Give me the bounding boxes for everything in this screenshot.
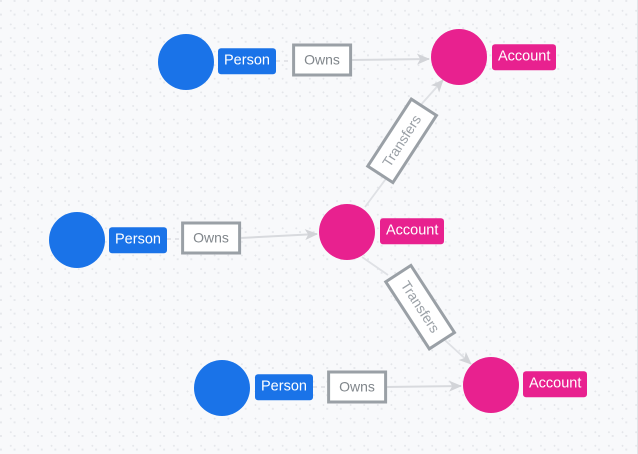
edge-label-transfers-1[interactable]: Transfers [365, 97, 439, 185]
edge-line-owns-1b [349, 53, 430, 65]
node-label-account-1[interactable]: Account [492, 44, 557, 70]
edge-line-transfers-2a [361, 256, 389, 276]
node-label-person-2[interactable]: Person [109, 227, 167, 253]
node-label-account-3[interactable]: Account [523, 371, 588, 397]
node-person-3[interactable] [194, 360, 250, 416]
edge-line-owns-2b [239, 229, 318, 241]
node-account-2[interactable] [319, 204, 375, 260]
edge-line-owns-3b [384, 380, 462, 392]
node-person-2[interactable] [49, 212, 105, 268]
edge-label-owns-2[interactable]: Owns [181, 221, 241, 255]
edge-label-owns-1[interactable]: Owns [292, 43, 352, 77]
node-label-account-2[interactable]: Account [380, 218, 445, 244]
edge-label-transfers-2[interactable]: Transfers [383, 263, 457, 351]
node-person-1[interactable] [158, 34, 214, 90]
node-label-person-1[interactable]: Person [218, 48, 276, 74]
edge-line-transfers-1a [364, 175, 389, 208]
node-label-person-3[interactable]: Person [255, 374, 313, 400]
node-account-3[interactable] [463, 357, 519, 413]
node-account-1[interactable] [431, 29, 487, 85]
edge-label-owns-3[interactable]: Owns [327, 370, 387, 404]
